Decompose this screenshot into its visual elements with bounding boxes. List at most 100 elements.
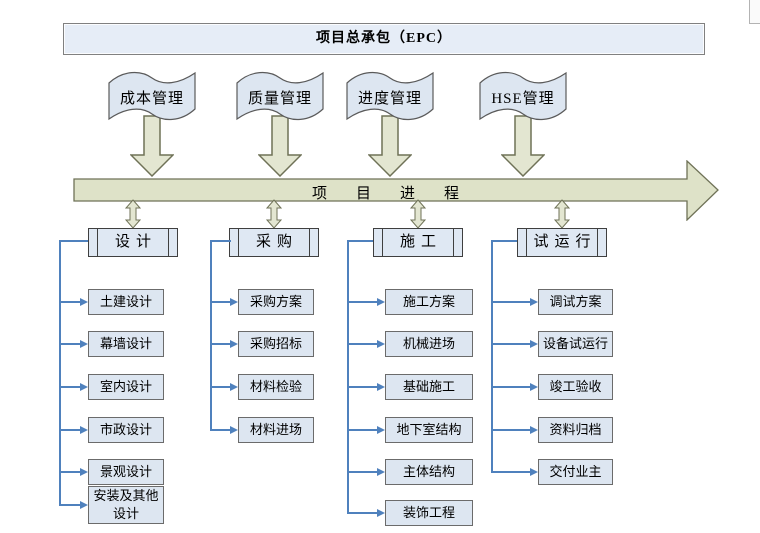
task-label: 材料检验 (249, 379, 302, 395)
arrowhead-icon (80, 501, 88, 509)
arrowhead-icon (377, 509, 385, 517)
connector-line (348, 512, 377, 514)
task-label: 资料归档 (549, 422, 602, 438)
task-label: 设备试运行 (542, 336, 608, 352)
connector-line (492, 386, 530, 388)
task-box: 土建设计 (88, 289, 164, 315)
task-label: 安装及其他设计 (93, 488, 159, 521)
task-label: 机械进场 (402, 336, 455, 352)
connector-line (348, 429, 377, 431)
flag-label: 质量管理 (247, 91, 312, 107)
task-label: 采购招标 (249, 336, 302, 352)
task-label: 材料进场 (249, 422, 302, 438)
flag-cost-management: 成本管理 (107, 69, 197, 124)
epc-banner: 项目总承包（EPC） (63, 23, 705, 55)
task-box: 材料检验 (238, 374, 314, 400)
timeline-label: 项目进程 (312, 186, 489, 202)
task-label: 调试方案 (549, 294, 602, 310)
phase-construction: 施工 (373, 228, 463, 257)
arrowhead-icon (377, 468, 385, 476)
corner-artifact (749, 0, 760, 24)
arrowhead-icon (230, 340, 238, 348)
task-box: 采购招标 (238, 331, 314, 357)
task-label: 地下室结构 (396, 422, 462, 438)
phase-label: 设计 (114, 234, 157, 251)
task-box: 幕墙设计 (88, 331, 164, 357)
connector-line (60, 343, 80, 345)
connector-line (348, 343, 377, 345)
connector-line (59, 240, 61, 506)
task-label: 装饰工程 (402, 505, 455, 521)
down-arrow-icon (130, 115, 174, 177)
connector-line (211, 240, 231, 242)
arrowhead-icon (80, 340, 88, 348)
arrowhead-icon (80, 426, 88, 434)
arrowhead-icon (530, 340, 538, 348)
connector-line (348, 386, 377, 388)
arrowhead-icon (377, 426, 385, 434)
connector-line (492, 471, 530, 473)
down-arrow-icon (368, 115, 412, 177)
flag-label: 成本管理 (119, 91, 184, 107)
task-label: 景观设计 (99, 464, 152, 480)
task-box: 施工方案 (385, 289, 473, 315)
connector-line (60, 471, 80, 473)
double-arrow-icon (554, 199, 570, 229)
flag-label: HSE管理 (491, 91, 555, 107)
connector-line (60, 301, 80, 303)
arrowhead-icon (80, 298, 88, 306)
task-box: 资料归档 (538, 417, 613, 443)
flag-schedule-management: 进度管理 (345, 69, 435, 124)
task-box: 材料进场 (238, 417, 314, 443)
task-box: 调试方案 (538, 289, 613, 315)
flag-label: 进度管理 (357, 91, 422, 107)
phase-design: 设计 (88, 228, 178, 257)
wave-flag-icon (108, 71, 196, 121)
down-arrow-icon (258, 115, 302, 177)
connector-line (492, 429, 530, 431)
task-box: 装饰工程 (385, 500, 473, 526)
connector-line (60, 240, 88, 242)
phase-commissioning: 试运行 (517, 228, 607, 257)
connector-line (211, 343, 230, 345)
connector-line (492, 301, 530, 303)
wave-flag-icon (346, 71, 434, 121)
arrowhead-icon (377, 298, 385, 306)
arrowhead-icon (530, 426, 538, 434)
phase-label: 试运行 (533, 234, 597, 251)
task-label: 竣工验收 (549, 379, 602, 395)
down-arrow-icon (501, 115, 545, 177)
connector-line (60, 386, 80, 388)
arrowhead-icon (377, 340, 385, 348)
connector-line (211, 386, 230, 388)
task-box: 景观设计 (88, 459, 164, 485)
task-box: 安装及其他设计 (88, 486, 164, 524)
connector-line (491, 240, 493, 473)
arrowhead-icon (530, 298, 538, 306)
connector-line (60, 429, 80, 431)
task-box: 基础施工 (385, 374, 473, 400)
double-arrow-icon (266, 199, 282, 229)
connector-line (60, 504, 80, 506)
task-label: 采购方案 (249, 294, 302, 310)
task-label: 主体结构 (402, 464, 455, 480)
task-box: 设备试运行 (538, 331, 613, 357)
arrowhead-icon (530, 468, 538, 476)
connector-line (211, 301, 230, 303)
flag-quality-management: 质量管理 (235, 69, 325, 124)
arrowhead-icon (530, 383, 538, 391)
task-label: 土建设计 (99, 294, 152, 310)
arrowhead-icon (377, 383, 385, 391)
connector-line (347, 240, 349, 514)
task-box: 地下室结构 (385, 417, 473, 443)
arrowhead-icon (230, 298, 238, 306)
connector-line (348, 301, 377, 303)
arrowhead-icon (230, 383, 238, 391)
task-label: 交付业主 (549, 464, 602, 480)
double-arrow-icon (410, 199, 426, 229)
arrowhead-icon (80, 383, 88, 391)
task-box: 交付业主 (538, 459, 613, 485)
wave-flag-icon (479, 71, 567, 121)
task-label: 幕墙设计 (99, 336, 152, 352)
